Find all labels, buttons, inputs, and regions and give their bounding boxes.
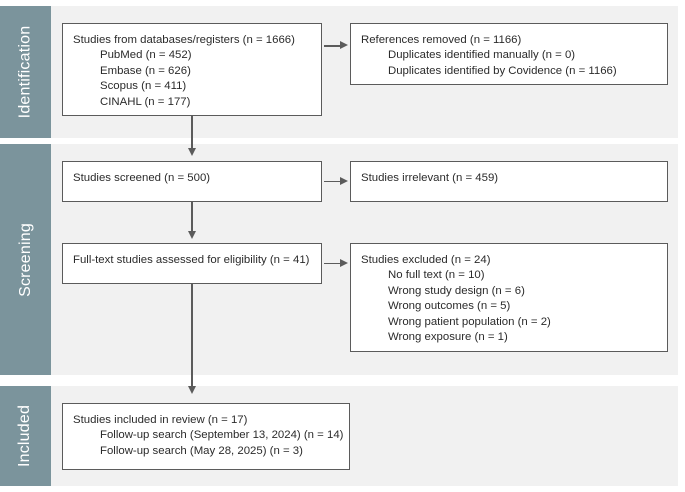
box-line: Wrong study design (n = 6) xyxy=(388,284,525,297)
box-line: Duplicates identified manually (n = 0) xyxy=(388,49,576,62)
box-line: Embase (n = 626) xyxy=(100,64,191,77)
box-references-removed: References removed (n = 1166) Duplicates… xyxy=(350,23,668,85)
arrowhead-right-studies-excluded xyxy=(340,259,348,267)
box-line: Wrong patient population (n = 2) xyxy=(388,315,551,328)
box-line: Studies irrelevant (n = 459) xyxy=(361,172,499,184)
arrowhead-right-studies-irrelevant xyxy=(340,177,348,185)
stage-band-included: Included xyxy=(0,386,51,486)
box-line: Wrong exposure (n = 1) xyxy=(388,331,508,344)
box-line: No full text (n = 10) xyxy=(388,269,485,282)
box-line: Follow-up search (May 28, 2025) (n = 3) xyxy=(100,444,303,457)
arrowhead-down-studies-screened xyxy=(187,148,196,156)
box-studies-irrelevant: Studies irrelevant (n = 459) xyxy=(350,161,668,202)
box-studies-from-databases: Studies from databases/registers (n = 16… xyxy=(62,23,322,116)
stage-label-screening: Screening xyxy=(16,222,34,297)
box-studies-screened: Studies screened (n = 500) xyxy=(62,161,322,202)
stage-label-included: Included xyxy=(16,404,34,468)
box-line: PubMed (n = 452) xyxy=(100,49,192,62)
box-line: Studies included in review (n = 17) xyxy=(73,414,248,426)
stage-band-screening: Screening xyxy=(0,144,51,375)
box-line: Full-text studies assessed for eligibili… xyxy=(73,254,310,266)
stage-band-identification: Identification xyxy=(0,6,51,138)
connector-databases-to-references-removed xyxy=(324,45,342,47)
arrowhead-down-fulltext xyxy=(187,231,196,239)
arrowhead-right-references-removed xyxy=(340,41,348,50)
box-line: CINAHL (n = 177) xyxy=(100,95,191,108)
box-line: Wrong outcomes (n = 5) xyxy=(388,300,511,313)
connector-fulltext-to-excluded xyxy=(324,262,342,265)
connector-fulltext-to-included xyxy=(191,284,193,389)
box-line: References removed (n = 1166) xyxy=(361,34,522,46)
box-line: Follow-up search (September 13, 2024) (n… xyxy=(100,429,344,442)
box-line: Studies excluded (n = 24) xyxy=(361,254,491,266)
box-line: Studies screened (n = 500) xyxy=(73,172,211,184)
connector-databases-to-studies-screened xyxy=(191,116,193,151)
box-fulltext-assessed: Full-text studies assessed for eligibili… xyxy=(62,243,322,284)
stage-label-identification: Identification xyxy=(16,25,34,119)
box-line: Duplicates identified by Covidence (n = … xyxy=(388,64,617,77)
box-line: Studies from databases/registers (n = 16… xyxy=(73,34,295,46)
box-studies-included: Studies included in review (n = 17) Foll… xyxy=(62,403,350,470)
box-line: Scopus (n = 411) xyxy=(100,80,187,93)
connector-screened-to-fulltext xyxy=(191,202,193,234)
box-studies-excluded: Studies excluded (n = 24) No full text (… xyxy=(350,243,668,352)
arrowhead-down-studies-included xyxy=(187,386,196,394)
connector-screened-to-irrelevant xyxy=(324,180,342,183)
